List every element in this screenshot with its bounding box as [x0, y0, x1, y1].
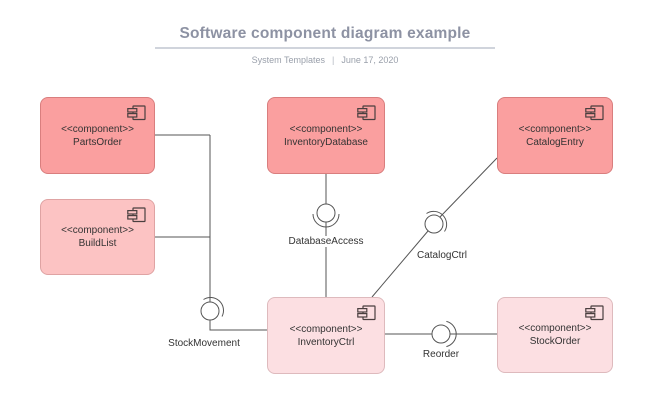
component-stereotype: <<component>> — [518, 323, 592, 334]
component-label: <<component>> InventoryDatabase — [284, 123, 368, 149]
component-stereotype: <<component>> — [289, 123, 363, 135]
component-label: <<component>> CatalogEntry — [519, 123, 592, 149]
ball-databaseaccess[interactable] — [316, 203, 336, 223]
component-label: <<component>> InventoryCtrl — [290, 323, 363, 349]
title-divider — [155, 47, 495, 49]
component-stereotype: <<component>> — [289, 323, 363, 335]
component-buildlist[interactable]: <<component>> BuildList — [40, 199, 155, 275]
component-name: InventoryDatabase — [284, 136, 368, 148]
edge-inventoryctrl-catalogctrl — [371, 230, 429, 298]
component-label: <<component>> StockOrder — [519, 322, 592, 348]
interface-label-reorder: Reorder — [420, 349, 462, 360]
ball-stockmovement[interactable] — [200, 301, 220, 321]
socket-reorder — [446, 320, 457, 348]
component-partsorder[interactable]: <<component>> PartsOrder — [40, 97, 155, 174]
edge-stockmovement-inventoryctrl — [209, 320, 267, 331]
component-stereotype: <<component>> — [61, 123, 134, 135]
socket-catalogctrl — [426, 210, 448, 232]
component-catalogentry[interactable]: <<component>> CatalogEntry — [497, 97, 613, 174]
uml-component-icon — [127, 207, 146, 223]
component-name: StockOrder — [529, 336, 581, 347]
component-label: <<component>> BuildList — [61, 224, 134, 250]
subtitle-source: System Templates — [251, 55, 325, 65]
subtitle-separator: | — [331, 55, 335, 65]
component-stereotype: <<component>> — [518, 123, 592, 135]
component-label: <<component>> PartsOrder — [61, 123, 134, 149]
uml-component-icon — [127, 105, 146, 121]
component-stockorder[interactable]: <<component>> StockOrder — [497, 297, 613, 373]
socket-databaseaccess — [312, 213, 340, 228]
socket-stockmovement — [203, 297, 224, 317]
uml-component-icon — [357, 105, 376, 121]
component-name: PartsOrder — [73, 136, 122, 148]
subtitle-date: June 17, 2020 — [341, 55, 399, 65]
page-title: Software component diagram example — [179, 25, 471, 42]
interface-label-databaseaccess: DatabaseAccess — [286, 236, 366, 247]
component-inventorydatabase[interactable]: <<component>> InventoryDatabase — [267, 97, 385, 174]
uml-component-icon — [585, 305, 604, 321]
interface-label-catalogctrl: CatalogCtrl — [414, 250, 470, 261]
interface-label-stockmovement: StockMovement — [166, 338, 242, 349]
component-inventoryctrl[interactable]: <<component>> InventoryCtrl — [267, 297, 385, 374]
component-name: CatalogEntry — [526, 136, 584, 148]
edge-catalogctrl-catalogentry — [439, 157, 498, 218]
page-subtitle: System Templates | June 17, 2020 — [0, 55, 650, 65]
uml-component-icon — [357, 305, 376, 321]
ball-catalogctrl[interactable] — [424, 214, 444, 234]
ball-reorder[interactable] — [431, 324, 451, 344]
component-stereotype: <<component>> — [61, 225, 134, 236]
component-name: BuildList — [78, 238, 117, 249]
component-name: InventoryCtrl — [297, 336, 355, 348]
uml-component-icon — [585, 105, 604, 121]
